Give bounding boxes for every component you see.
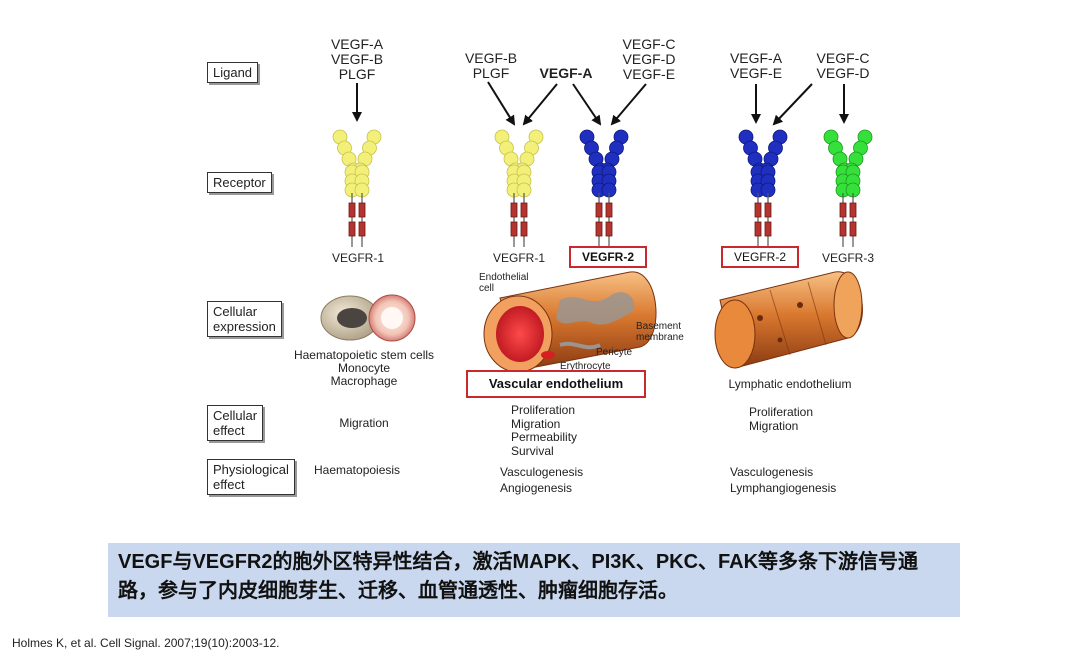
row-label-physiological-effect: Physiological effect <box>207 459 295 495</box>
expression-col1: Haematopoietic stem cells Monocyte Macro… <box>293 348 435 388</box>
arrow-col2b-left <box>522 83 558 126</box>
ligand-col2b: VEGF-A <box>539 65 593 81</box>
expression-col3: Lymphatic endothelium <box>728 377 852 391</box>
vascular-vessel <box>483 271 657 373</box>
annotation-erythrocyte: Erythrocyte <box>560 361 611 372</box>
vegfr2-receptor-a <box>579 129 629 247</box>
haematopoietic-cells <box>320 294 416 342</box>
vegfr3-receptor <box>823 129 873 247</box>
annotation-pericyte: Pericyte <box>596 347 633 358</box>
receptor-label-r4: VEGFR-2 <box>721 246 799 268</box>
ligand-col3a: VEGF-A VEGF-E <box>729 50 783 81</box>
arrow-col2a <box>487 81 516 126</box>
row-label-cellular-expression: Cellular expression <box>207 301 282 337</box>
summary-banner <box>108 543 960 617</box>
row-label-ligand: Ligand <box>207 62 259 83</box>
effect-col3: Proliferation Migration <box>749 405 814 433</box>
physio-col3: Vasculogenesis Lymphangiogenesis <box>730 465 837 495</box>
receptor-label-r1: VEGFR-1 <box>331 251 385 265</box>
vegfr1-receptor-a <box>332 129 382 247</box>
vegfr1-receptor-b <box>494 129 544 247</box>
lymphatic-vessel <box>714 271 863 369</box>
annotation-basement-membrane: Basement membrane <box>636 321 684 343</box>
annotation-endothelial-cell: Endothelial cell <box>479 272 529 294</box>
ligand-col2a: VEGF-B PLGF <box>464 50 518 81</box>
ligand-arrows <box>352 81 849 126</box>
citation: Holmes K, et al. Cell Signal. 2007;19(10… <box>12 636 280 650</box>
row-label-receptor: Receptor <box>207 172 272 193</box>
receptor-label-r5: VEGFR-3 <box>821 251 875 265</box>
summary-banner-text: VEGF与VEGFR2的胞外区特异性结合，激活MAPK、PI3K、PKC、FAK… <box>118 551 919 602</box>
expression-col2: Vascular endothelium <box>466 370 646 398</box>
arrow-col2b-right <box>572 83 602 126</box>
ligand-col2c: VEGF-C VEGF-D VEGF-E <box>622 36 676 82</box>
vegfr2-receptor-b <box>738 129 788 247</box>
arrow-col2c <box>610 83 647 126</box>
receptor-label-r2: VEGFR-1 <box>492 251 546 265</box>
physio-col2: Vasculogenesis Angiogenesis <box>500 465 584 495</box>
row-label-cellular-effect: Cellular effect <box>207 405 264 441</box>
arrow-col3b-left <box>772 83 813 126</box>
effect-col2: Proliferation Migration Permeability Sur… <box>511 403 578 458</box>
effect-col1: Migration <box>339 416 389 430</box>
ligand-col1: VEGF-A VEGF-B PLGF <box>330 36 384 82</box>
receptor-label-r3: VEGFR-2 <box>569 246 647 268</box>
physio-col1: Haematopoiesis <box>314 463 401 477</box>
receptor-group <box>332 129 873 247</box>
ligand-col3b: VEGF-C VEGF-D <box>816 50 870 81</box>
